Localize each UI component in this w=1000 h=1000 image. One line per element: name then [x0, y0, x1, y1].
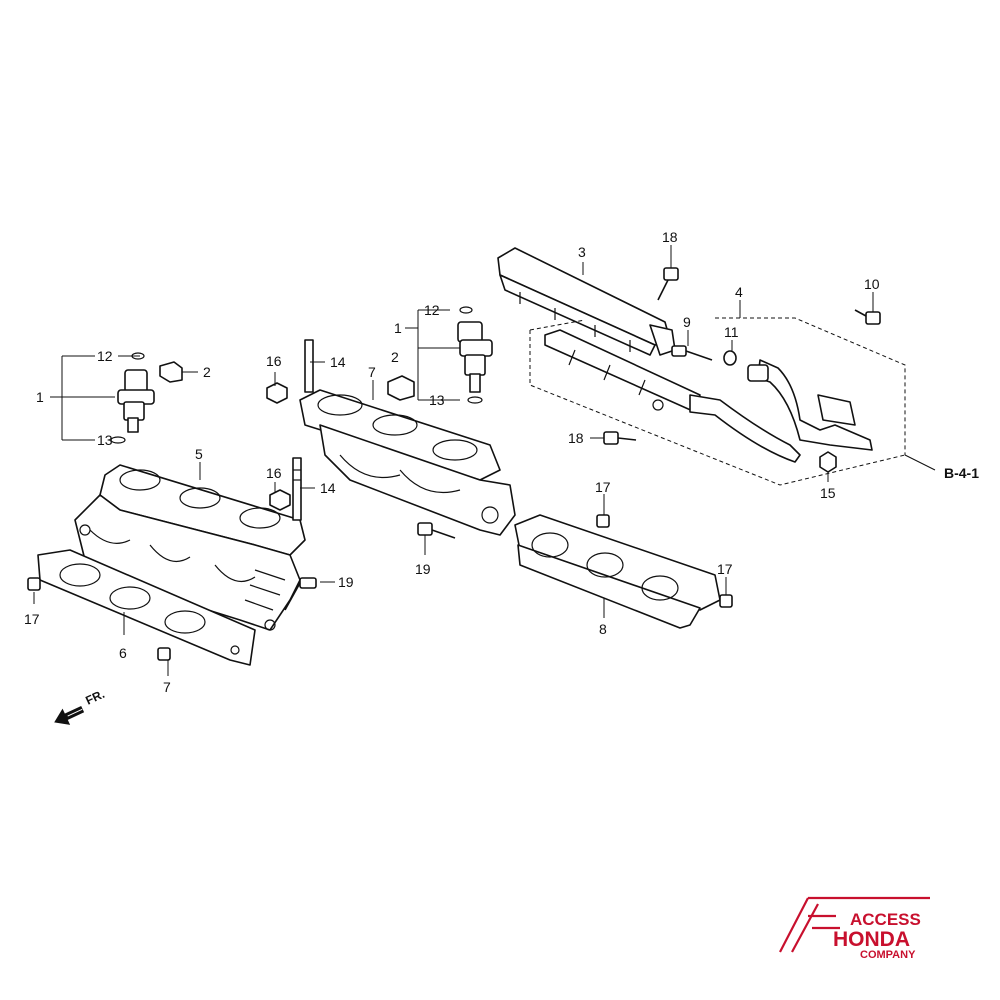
callout-13-center: 13 [429, 392, 445, 408]
stud-bolt-center [304, 339, 314, 393]
callout-15: 15 [820, 485, 836, 501]
logo-mark-icon [779, 896, 930, 953]
intake-gasket-upper [514, 514, 721, 629]
fuel-injector-center [457, 306, 493, 404]
callout-16-bottom: 16 [266, 465, 282, 481]
fuel-rail-assembly [529, 317, 906, 486]
nut-17-center [596, 514, 610, 528]
reference-label: B-4-1 [944, 465, 979, 481]
bolt-18-lower [603, 431, 637, 445]
callout-14-top: 14 [330, 354, 346, 370]
callout-17-left: 17 [24, 611, 40, 627]
nut-17-right [719, 594, 733, 608]
callout-18-lower: 18 [568, 430, 584, 446]
callout-18-top: 18 [662, 229, 678, 245]
intake-gasket-lower [37, 549, 256, 666]
callout-4: 4 [735, 284, 743, 300]
lower-intake-manifold-left [74, 464, 306, 631]
nut-15 [819, 451, 837, 473]
o-ring-11 [723, 350, 737, 366]
callout-6: 6 [119, 645, 127, 661]
callout-17-right: 17 [717, 561, 733, 577]
left-injector-group [50, 352, 198, 444]
fuel-rail-cover [497, 247, 676, 356]
stud-bolt-left [292, 457, 302, 521]
callout-17-center: 17 [595, 479, 611, 495]
callout-1-center: 1 [394, 320, 402, 336]
fuel-injector-left [110, 352, 155, 444]
callout-2-center: 2 [391, 349, 399, 365]
logo-line2: HONDA [833, 928, 910, 951]
callout-12-center: 12 [424, 302, 440, 318]
injector-clip-center [387, 375, 415, 401]
callout-5: 5 [195, 446, 203, 462]
front-arrow-icon [54, 705, 85, 725]
callout-9: 9 [683, 314, 691, 330]
bolt-18-top [657, 267, 679, 301]
callout-2-left: 2 [203, 364, 211, 380]
callout-7-center: 7 [368, 364, 376, 380]
access-honda-logo: ACCESS HONDA COMPANY [779, 896, 930, 961]
callout-1-left: 1 [36, 389, 44, 405]
nut-left [269, 489, 291, 511]
fuel-rail-bolt-9 [671, 345, 713, 361]
upper-intake-manifold [299, 389, 516, 536]
leader-lines [33, 245, 936, 676]
front-label: FR. [83, 687, 106, 708]
injector-clip-left [159, 361, 198, 383]
callout-16-top: 16 [266, 353, 282, 369]
callout-13-left: 13 [97, 432, 113, 448]
logo-line3: COMPANY [860, 949, 916, 961]
callout-19-left: 19 [338, 574, 354, 590]
callout-7-left: 7 [163, 679, 171, 695]
center-injector-group [405, 306, 493, 404]
callout-10: 10 [864, 276, 880, 292]
callout-19-center: 19 [415, 561, 431, 577]
callout-14-bottom: 14 [320, 480, 336, 496]
callout-3: 3 [578, 244, 586, 260]
callout-8: 8 [599, 621, 607, 637]
flange-bolt-center [417, 522, 456, 539]
callout-12-left: 12 [97, 348, 113, 364]
callout-11: 11 [724, 324, 739, 340]
nut-17-left [27, 577, 41, 591]
nut-7-left [157, 647, 171, 661]
logo-line1: ACCESS [850, 910, 921, 929]
nut-center [266, 382, 288, 404]
bolt-10 [854, 309, 881, 325]
flange-bolt-left [284, 577, 317, 611]
